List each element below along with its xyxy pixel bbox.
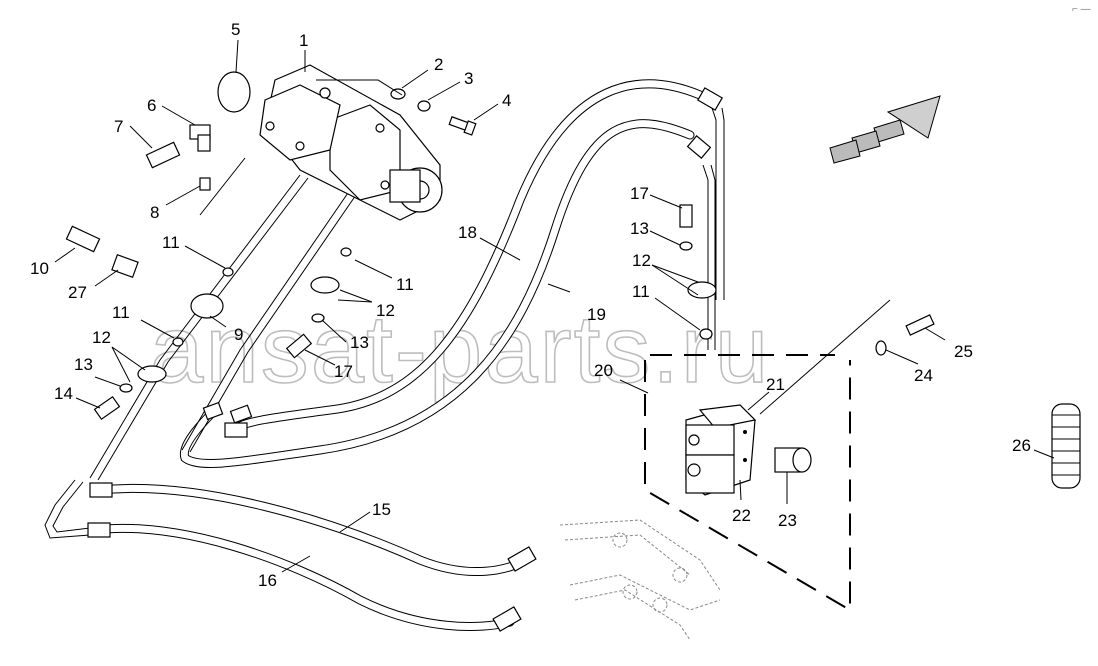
valve-block xyxy=(685,404,757,496)
callout-6: 6 xyxy=(147,96,156,115)
callout-10: 10 xyxy=(30,259,49,278)
pump-block xyxy=(259,64,443,221)
hose-fitting xyxy=(492,606,522,632)
callout-11d: 11 xyxy=(632,282,650,301)
bolt-25 xyxy=(905,314,935,336)
callout-23: 23 xyxy=(778,511,797,530)
corner-mark: ⌐ — xyxy=(1072,4,1091,15)
hose-18 xyxy=(230,79,705,435)
hose-fitting xyxy=(87,522,111,538)
bolt-17a xyxy=(285,333,313,359)
callout-17b: 17 xyxy=(630,184,649,203)
callout-13b: 13 xyxy=(350,333,369,352)
washer-24 xyxy=(875,340,887,356)
sleeve-26 xyxy=(1051,403,1081,489)
plug-8 xyxy=(199,177,211,191)
clamp-12c xyxy=(687,281,717,299)
callout-4: 4 xyxy=(502,91,511,110)
fitting-7 xyxy=(145,141,181,169)
elbow-6 xyxy=(189,124,211,152)
callout-19: 19 xyxy=(587,305,606,324)
hose-16 xyxy=(90,523,515,631)
callout-21: 21 xyxy=(766,375,785,394)
callout-2: 2 xyxy=(434,55,443,74)
callout-12c: 12 xyxy=(632,251,651,270)
callout-7: 7 xyxy=(114,117,123,136)
ghost-fittings xyxy=(559,519,721,641)
flange-9 xyxy=(190,293,224,319)
bolt-17b xyxy=(679,204,693,228)
hose-fitting xyxy=(224,422,248,438)
hose-fitting xyxy=(507,546,537,572)
hose-fitting xyxy=(697,87,723,111)
hose-15 xyxy=(95,483,530,576)
callout-12a: 12 xyxy=(92,328,111,347)
callout-3: 3 xyxy=(464,69,473,88)
seal-11a xyxy=(222,267,234,277)
o-ring-5 xyxy=(217,71,251,113)
washer-13b xyxy=(311,313,325,323)
callout-18: 18 xyxy=(458,223,477,242)
hose-fitting xyxy=(229,404,253,424)
callout-17a: 17 xyxy=(334,362,353,381)
fitting-27 xyxy=(111,253,139,279)
callout-15: 15 xyxy=(372,500,391,519)
bolt-14 xyxy=(93,395,121,421)
callout-13a: 13 xyxy=(74,355,93,374)
seal-11c xyxy=(172,337,184,347)
callout-25: 25 xyxy=(954,342,973,361)
callout-5: 5 xyxy=(231,20,240,39)
callout-22: 22 xyxy=(732,506,751,525)
washer-13a xyxy=(119,383,133,393)
callout-1: 1 xyxy=(299,31,308,50)
callout-26: 26 xyxy=(1012,436,1031,455)
direction-arrow-icon xyxy=(829,95,941,164)
hose-fitting xyxy=(202,401,224,421)
callout-16: 16 xyxy=(258,571,277,590)
hose-fitting xyxy=(89,482,113,498)
callout-9: 9 xyxy=(234,325,243,344)
callout-12b: 12 xyxy=(376,301,395,320)
callout-11b: 11 xyxy=(396,275,414,294)
callout-20: 20 xyxy=(594,361,613,380)
callout-27: 27 xyxy=(68,283,87,302)
valve-outline xyxy=(644,354,851,612)
callout-11c: 11 xyxy=(112,303,130,322)
fitting-10 xyxy=(65,225,101,253)
washer-2 xyxy=(390,88,406,100)
callout-13c: 13 xyxy=(630,219,649,238)
leader-lines xyxy=(54,39,1055,573)
callout-8: 8 xyxy=(150,203,159,222)
callout-24: 24 xyxy=(914,366,933,385)
solenoid-23 xyxy=(774,447,812,473)
washer-13c xyxy=(679,241,693,251)
seal-11b xyxy=(340,247,352,257)
hose-19 xyxy=(179,119,695,468)
bolt-4 xyxy=(448,116,477,136)
seal-11d xyxy=(699,328,713,340)
callout-11a: 11 xyxy=(162,233,180,252)
washer-3 xyxy=(417,100,431,112)
clamp-12b xyxy=(310,276,340,294)
hose-fitting xyxy=(686,135,712,159)
callout-14: 14 xyxy=(54,384,73,403)
